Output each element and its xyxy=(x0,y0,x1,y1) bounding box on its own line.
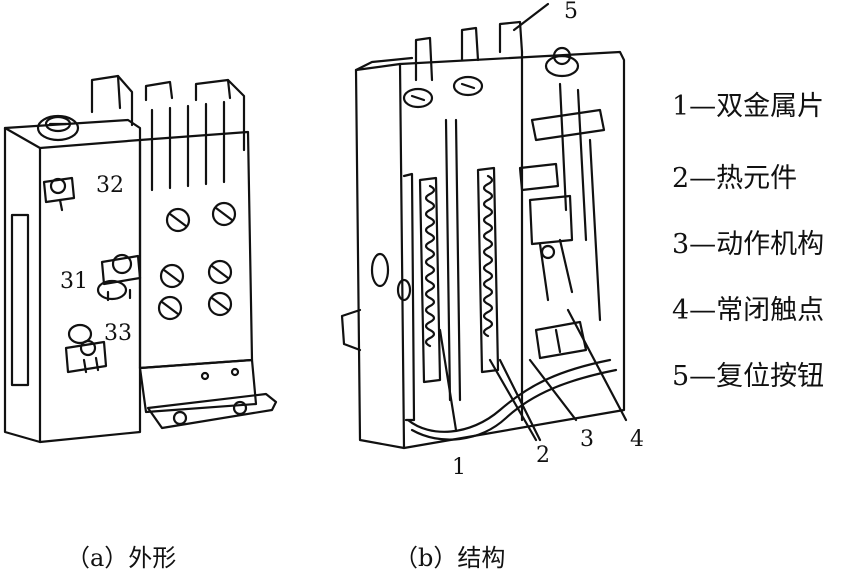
caption-b: （b）结构 xyxy=(394,544,506,572)
legend-item-4: 4—常闭触点 xyxy=(672,295,825,326)
caption-a: （a）外形 xyxy=(66,544,177,572)
callout-3: 3 xyxy=(580,427,594,452)
relay-structure-drawing xyxy=(340,2,628,450)
relay-exterior-drawing xyxy=(3,74,278,444)
legend-item-2: 2—热元件 xyxy=(672,163,798,194)
callout-4: 4 xyxy=(630,427,644,452)
legend-item-3: 3—动作机构 xyxy=(672,229,825,260)
legend-item-5: 5—复位按钮 xyxy=(672,361,825,392)
legend-item-1: 1—双金属片 xyxy=(672,91,825,122)
terminal-label-31: 31 xyxy=(60,269,88,294)
callout-1: 1 xyxy=(452,455,466,480)
callout-5: 5 xyxy=(564,0,578,24)
terminal-label-32: 32 xyxy=(96,173,124,198)
terminal-label-33: 33 xyxy=(104,321,132,346)
callout-2: 2 xyxy=(536,443,550,468)
